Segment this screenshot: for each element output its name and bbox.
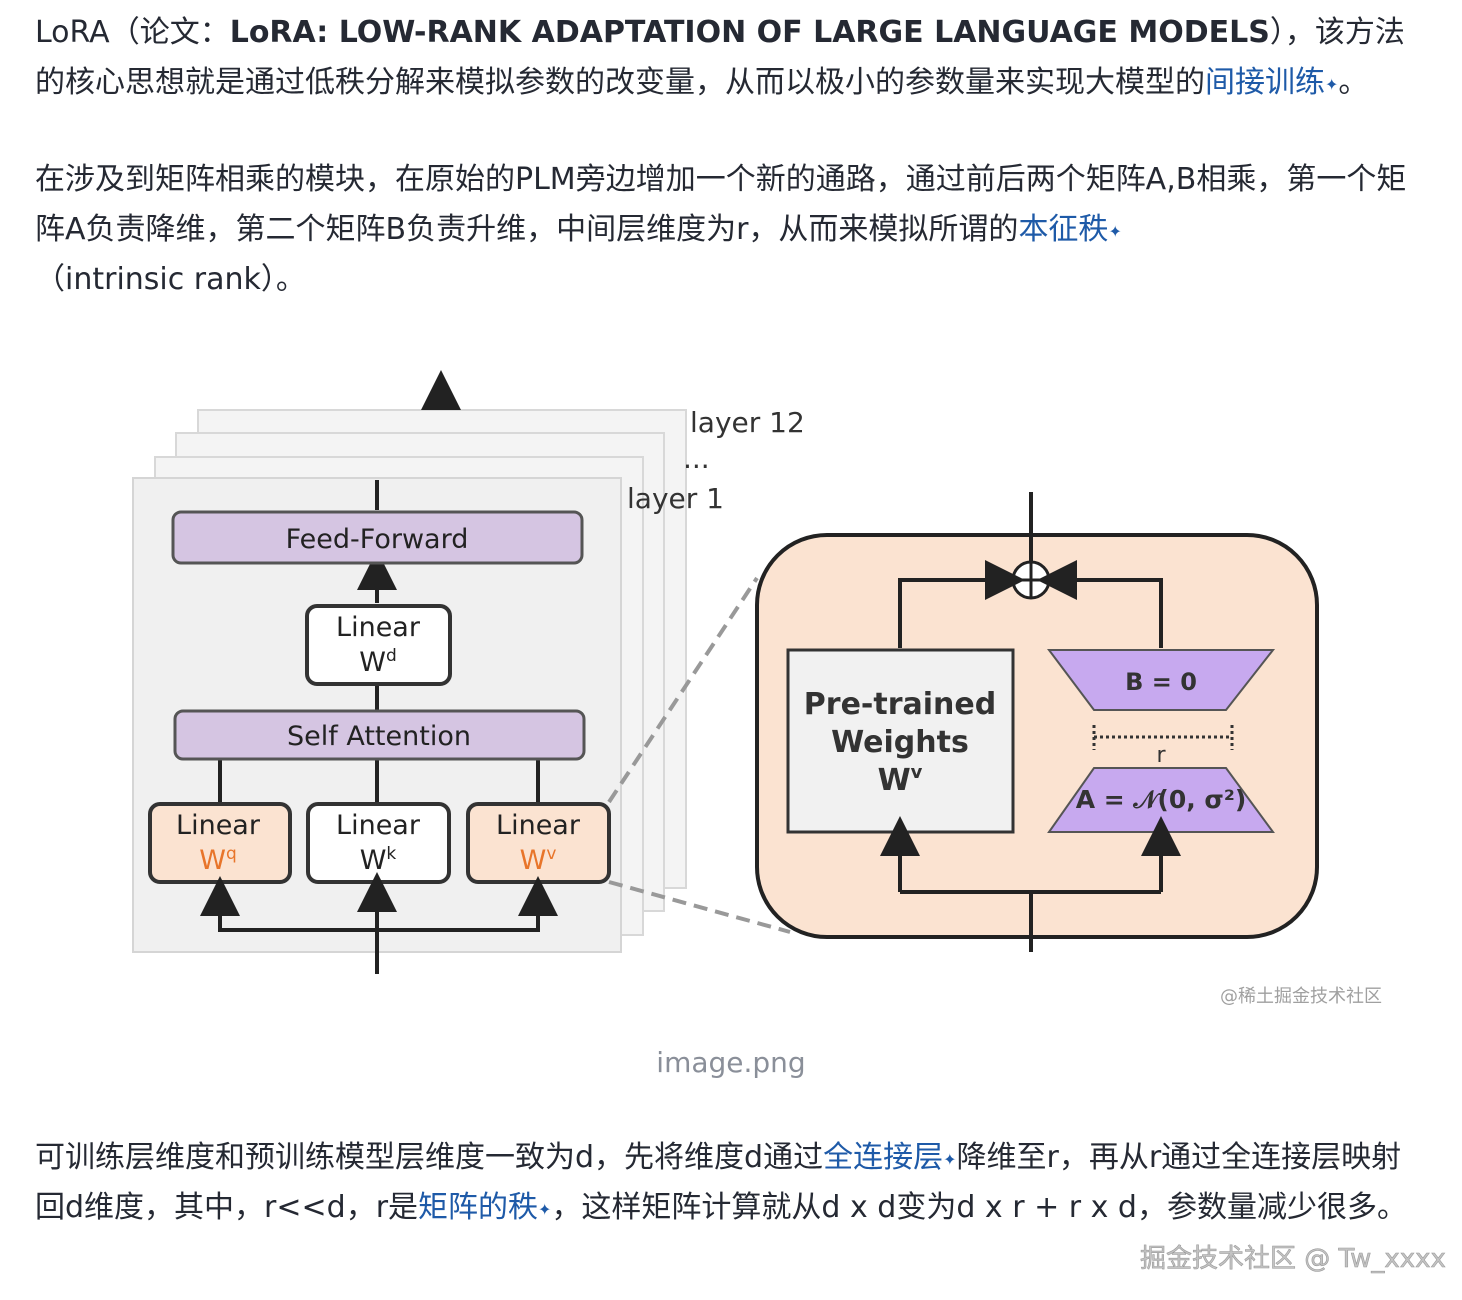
intro-text-2: ），该方法的核心思想就是通过低秩分解来模拟参数的改变量，从而以极小的参数量来实现… [35, 15, 1405, 100]
feed-forward-block [171, 510, 584, 565]
linear-wq-label: Linear [176, 810, 261, 841]
lora-diagram-image[interactable]: layer 12 ... layer 1 Feed-Forward Linear… [0, 330, 1462, 1030]
self-attention-block [173, 709, 586, 761]
dim-text: 可训练层维度和预训练模型层维度一致为d，先将维度d通过 [35, 1140, 824, 1175]
paragraph-intro: LoRA（论文：LoRA: LOW-RANK ADAPTATION OF LAR… [35, 8, 1425, 108]
sparkle-icon: ✦ [943, 1150, 957, 1169]
pretrained-w-symbol: W [878, 763, 911, 798]
linear-wk-label: Linear [336, 810, 421, 841]
wv-sup: v [546, 844, 556, 864]
intro-end: 。 [1338, 65, 1369, 100]
wk-sup: k [386, 844, 396, 864]
dim-text-2: 降维至r，再从r通过全连接层映射回d维度，其中，r<<d，r是 [35, 1140, 1402, 1225]
svg-text:Wv: Wv [520, 844, 557, 876]
matrix-a-label: A = 𝒩(0, σ²) [1076, 785, 1247, 814]
sparkle-icon: ✦ [538, 1200, 552, 1219]
dim-text-3: ，这样矩阵计算就从d x d变为d x r + r x d，参数量减少很多。 [551, 1190, 1407, 1225]
wd-sup: d [386, 646, 397, 666]
sparkle-icon: ✦ [1325, 75, 1339, 94]
self-attention-label: Self Attention [287, 721, 471, 752]
linear-wd-block [305, 604, 452, 686]
pretrained-label-1: Pre-trained [804, 687, 996, 722]
method-text-2: （intrinsic rank）。 [35, 262, 306, 297]
svg-text:Wq: Wq [199, 844, 237, 876]
layer-1-label: layer 1 [627, 482, 724, 515]
paragraph-method: 在涉及到矩阵相乘的模块，在原始的PLM旁边增加一个新的通路，通过前后两个矩阵A,… [35, 155, 1425, 305]
matrix-b-block [1047, 649, 1276, 711]
wq-sup: q [226, 844, 237, 864]
svg-text:Wv: Wv [878, 762, 923, 798]
linear-wv-label: Linear [496, 810, 581, 841]
pretrained-label-2: Weights [831, 725, 969, 760]
image-watermark: @稀土掘金技术社区 [1220, 986, 1382, 1007]
wk-symbol: W [360, 845, 387, 876]
svg-text:Wk: Wk [360, 844, 397, 876]
link-indirect-training[interactable]: 间接训练 [1205, 65, 1325, 100]
wd-symbol: W [359, 647, 386, 678]
matrix-b-label: B = 0 [1125, 668, 1197, 696]
layer-12-label: layer 12 [690, 406, 805, 439]
intro-text: LoRA（论文： [35, 15, 230, 50]
svg-text:Wd: Wd [359, 646, 397, 678]
link-matrix-rank[interactable]: 矩阵的秩 [418, 1190, 539, 1225]
paper-title: LoRA: LOW-RANK ADAPTATION OF LARGE LANGU… [229, 15, 1270, 50]
wv-symbol: W [520, 845, 547, 876]
rank-r-label: r [1156, 743, 1166, 768]
paragraph-dimension: 可训练层维度和预训练模型层维度一致为d，先将维度d通过全连接层✦降维至r，再从r… [35, 1133, 1425, 1233]
matrix-a-block [1047, 767, 1275, 833]
pretrained-w-sup: v [911, 762, 923, 783]
method-text: 在涉及到矩阵相乘的模块，在原始的PLM旁边增加一个新的通路，通过前后两个矩阵A,… [35, 162, 1407, 247]
wq-symbol: W [199, 845, 226, 876]
footer-watermark: 掘金技术社区 @ Tw_xxxx [1140, 1244, 1447, 1275]
feed-forward-label: Feed-Forward [286, 524, 469, 555]
sparkle-icon: ✦ [1108, 222, 1122, 241]
image-caption: image.png [656, 1046, 806, 1079]
layer-dots: ... [683, 442, 710, 475]
pretrained-weights-block [786, 648, 1015, 834]
link-fully-connected-layer[interactable]: 全连接层 [823, 1140, 944, 1175]
link-intrinsic-rank[interactable]: 本征秩 [1018, 212, 1109, 247]
linear-wd-label: Linear [336, 612, 421, 643]
